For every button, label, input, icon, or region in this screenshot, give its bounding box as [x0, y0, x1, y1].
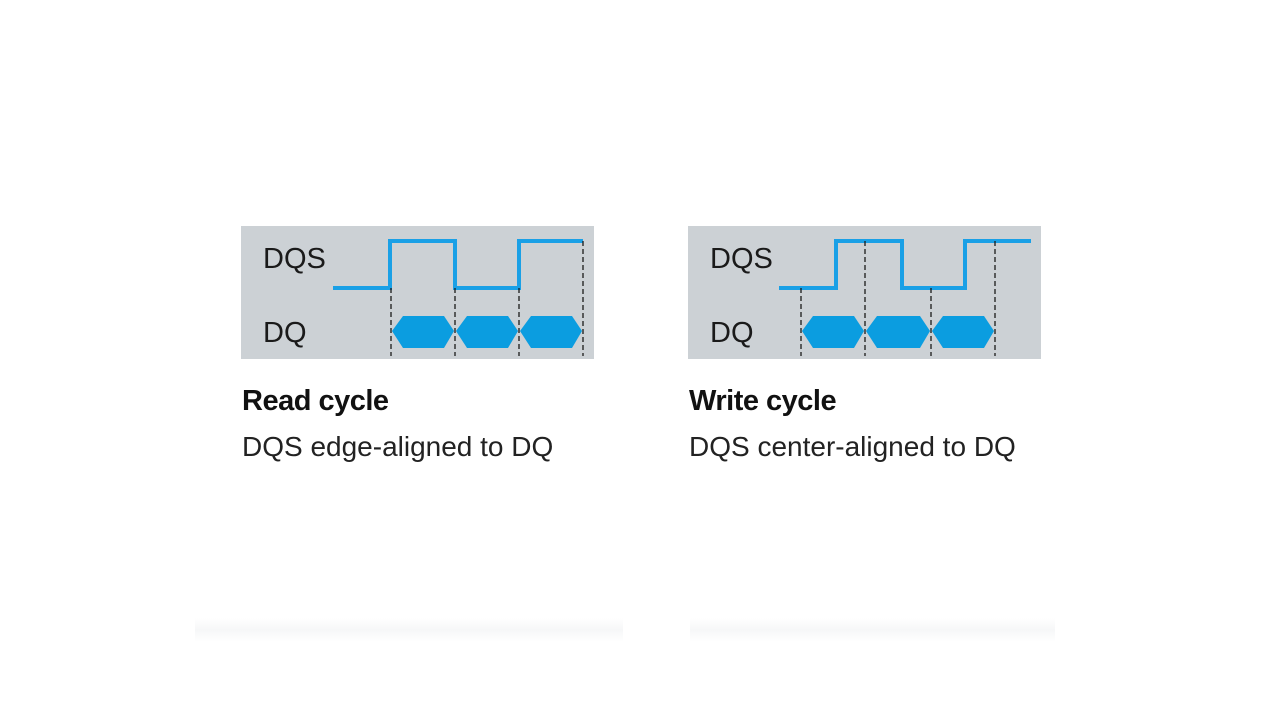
faint-background-band-right	[690, 618, 1055, 642]
write-dq-data-eye-1	[802, 316, 864, 348]
read-cycle-timing-panel: DQS DQ	[241, 226, 594, 359]
read-cycle-title: Read cycle	[242, 385, 389, 417]
read-dq-data-eye-3	[520, 316, 582, 348]
write-cycle-title: Write cycle	[689, 385, 837, 417]
write-cycle-subtitle: DQS center-aligned to DQ	[689, 431, 1016, 462]
write-cycle-timing-panel: DQS DQ	[688, 226, 1041, 359]
read-dq-data-eye-1	[392, 316, 454, 348]
read-dqs-label: DQS	[263, 243, 326, 275]
write-dq-data-eye-3	[932, 316, 994, 348]
read-dqs-waveform	[333, 239, 583, 290]
write-dq-label: DQ	[710, 317, 754, 349]
read-dq-label: DQ	[263, 317, 307, 349]
write-cycle-timing-diagram: DQS DQ	[710, 239, 1031, 356]
read-cycle-caption: Read cycle DQS edge-aligned to DQ	[242, 383, 553, 464]
read-dq-data-eye-2	[456, 316, 518, 348]
read-cycle-subtitle: DQS edge-aligned to DQ	[242, 431, 554, 462]
write-cycle-caption: Write cycle DQS center-aligned to DQ	[689, 383, 1016, 464]
write-dq-data-eye-2	[866, 316, 930, 348]
faint-background-band-left	[195, 618, 623, 642]
read-cycle-timing-diagram: DQS DQ	[263, 239, 584, 356]
write-dqs-waveform	[779, 239, 1031, 290]
write-dqs-label: DQS	[710, 243, 773, 275]
